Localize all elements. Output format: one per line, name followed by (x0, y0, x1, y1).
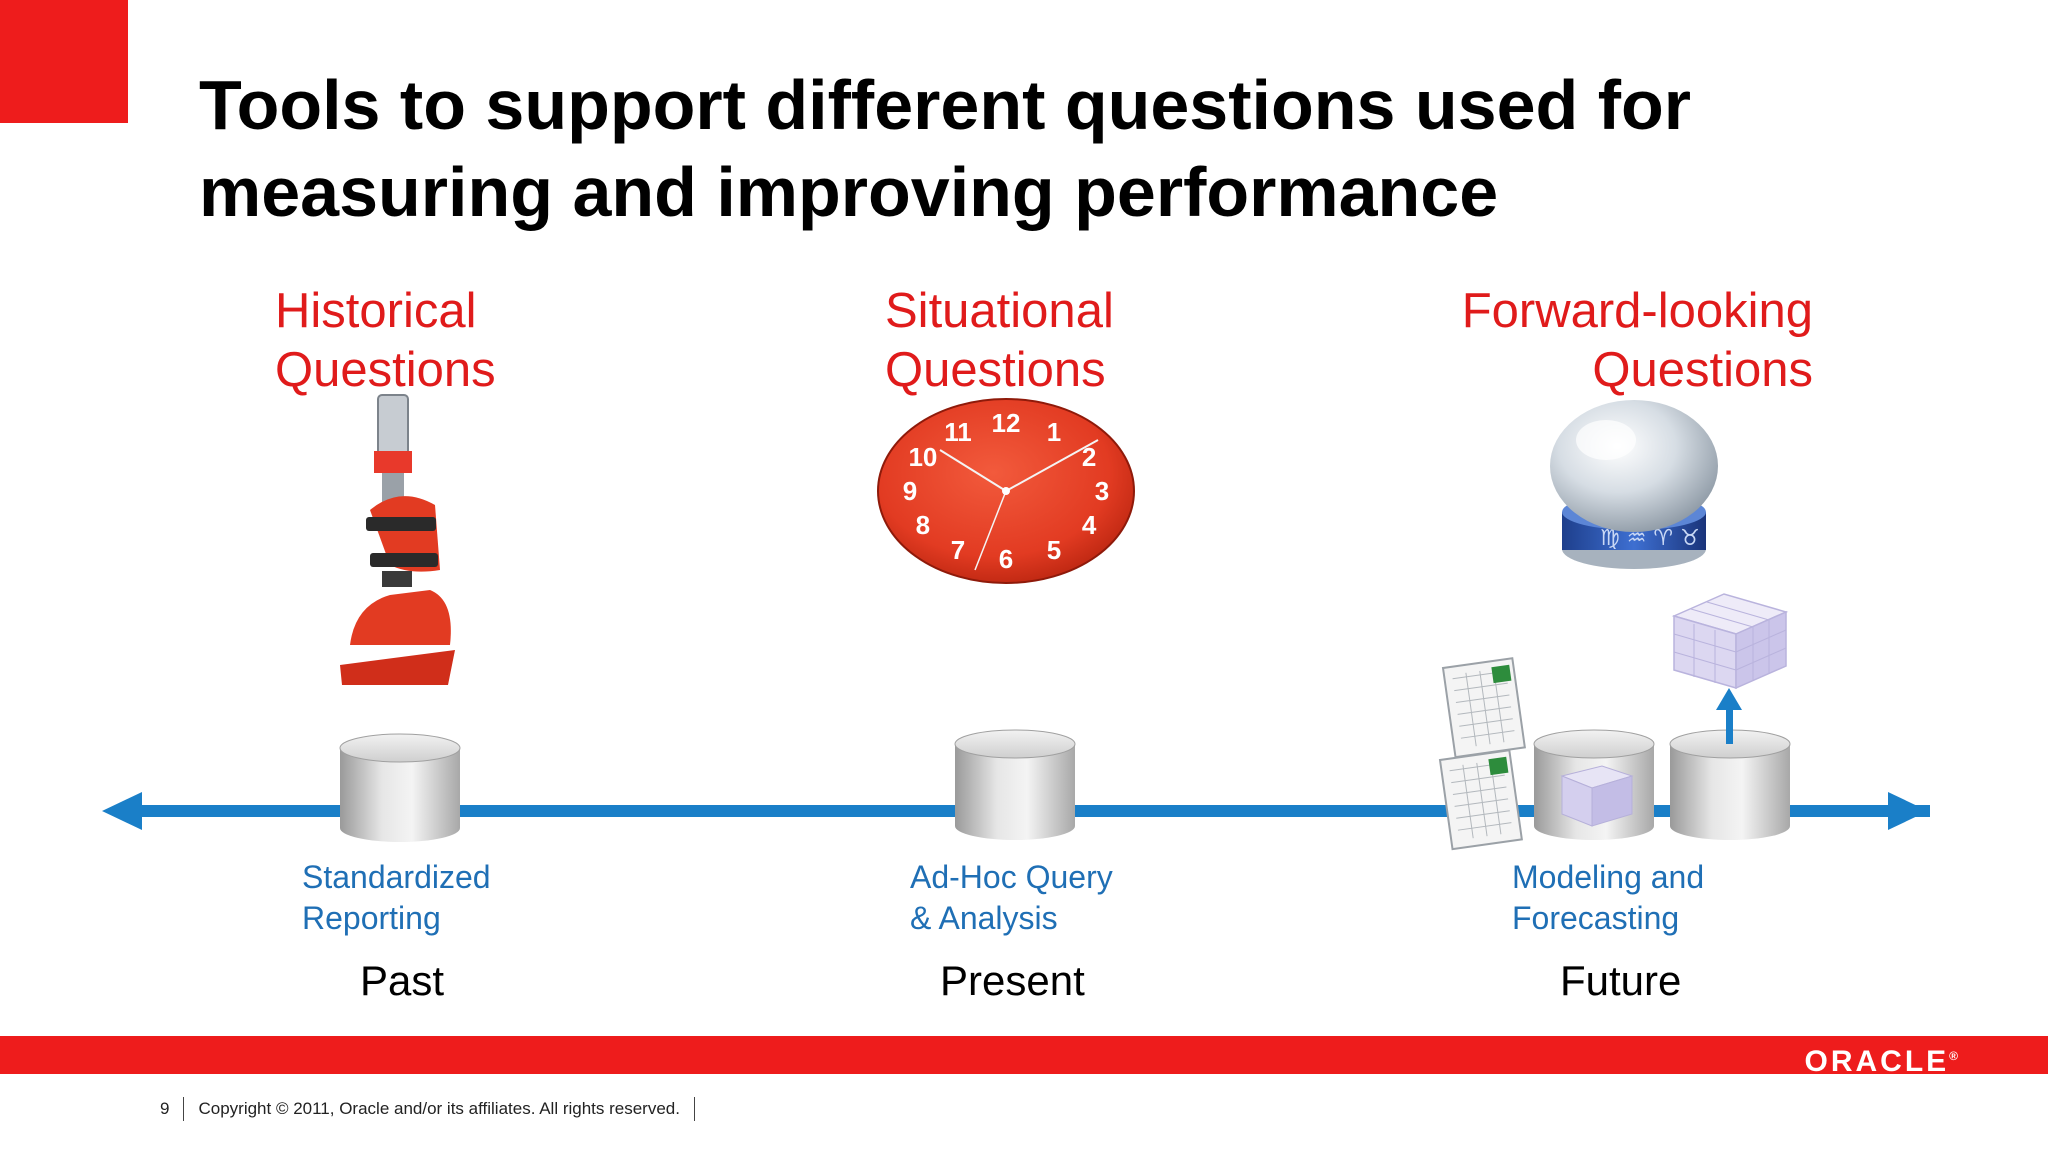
arrow-up-icon (1716, 688, 1742, 744)
clock-numeral: 7 (951, 535, 965, 565)
spreadsheet-icon (1438, 749, 1523, 851)
database-icon (954, 729, 1076, 840)
spreadsheet-icon (1441, 657, 1526, 759)
standardized-line-1: Standardized (302, 859, 491, 895)
database-icon (1669, 729, 1791, 840)
timeline-past-label: Past (360, 957, 445, 1004)
cube-icon (1671, 593, 1789, 690)
microscope-icon (340, 394, 455, 685)
clock-numeral: 10 (908, 442, 937, 472)
oracle-logo: ORACLE® (1804, 1041, 1958, 1077)
clock-numeral: 4 (1082, 510, 1097, 540)
modeling-line-2: Forecasting (1512, 900, 1680, 936)
standardized-line-2: Reporting (302, 900, 441, 936)
forward-line-1: Forward-looking (1461, 284, 1813, 338)
clock-numeral: 8 (916, 510, 930, 540)
standardized-reporting-label: Standardized Reporting (302, 857, 491, 939)
clock-numeral: 3 (1095, 476, 1109, 506)
adhoc-query-label: Ad-Hoc Query & Analysis (910, 857, 1113, 939)
situational-questions-heading: Situational Questions (885, 282, 1114, 400)
slide-title: Tools to support different questions use… (199, 66, 1692, 231)
page-number: 9 (160, 1099, 170, 1118)
clock-numeral: 5 (1047, 535, 1061, 565)
forward-line-2: Questions (1592, 343, 1813, 397)
clock-numeral: 12 (992, 408, 1021, 438)
adhoc-line-1: Ad-Hoc Query (910, 859, 1113, 895)
clock-numeral: 2 (1082, 442, 1096, 472)
historical-questions-heading: Historical Questions (275, 282, 496, 400)
footer-separator (183, 1097, 185, 1121)
copyright-text: Copyright © 2011, Oracle and/or its affi… (198, 1099, 680, 1118)
clock-numeral: 6 (999, 544, 1013, 574)
footer-separator (693, 1097, 695, 1121)
clock-numeral: 9 (903, 476, 917, 506)
corner-accent (0, 0, 128, 123)
historical-line-2: Questions (275, 343, 496, 397)
footer-bar (0, 1036, 2048, 1074)
modeling-line-1: Modeling and (1512, 859, 1705, 895)
clock-numeral: 1 (1047, 417, 1061, 447)
situational-line-2: Questions (885, 343, 1106, 397)
crystal-ball-icon: ♍ ♒ ♈ ♉ (1550, 400, 1718, 569)
forward-looking-questions-heading: Forward-looking Questions (1448, 282, 1813, 400)
adhoc-line-2: & Analysis (910, 900, 1058, 936)
cube-icon (1560, 765, 1634, 827)
oracle-logo-mark: ® (1949, 1049, 1958, 1063)
database-icon (1533, 729, 1655, 840)
timeline-present-label: Present (940, 957, 1085, 1004)
historical-line-1: Historical (275, 284, 477, 338)
clock-numeral: 11 (944, 417, 972, 447)
oracle-logo-text: ORACLE (1804, 1045, 1950, 1078)
situational-line-1: Situational (885, 284, 1114, 338)
timeline-future-label: Future (1560, 957, 1682, 1004)
modeling-forecasting-label: Modeling and Forecasting (1512, 857, 1704, 939)
database-icon (339, 733, 461, 842)
footer-copyright-line: 9 Copyright © 2011, Oracle and/or its af… (160, 1096, 709, 1122)
